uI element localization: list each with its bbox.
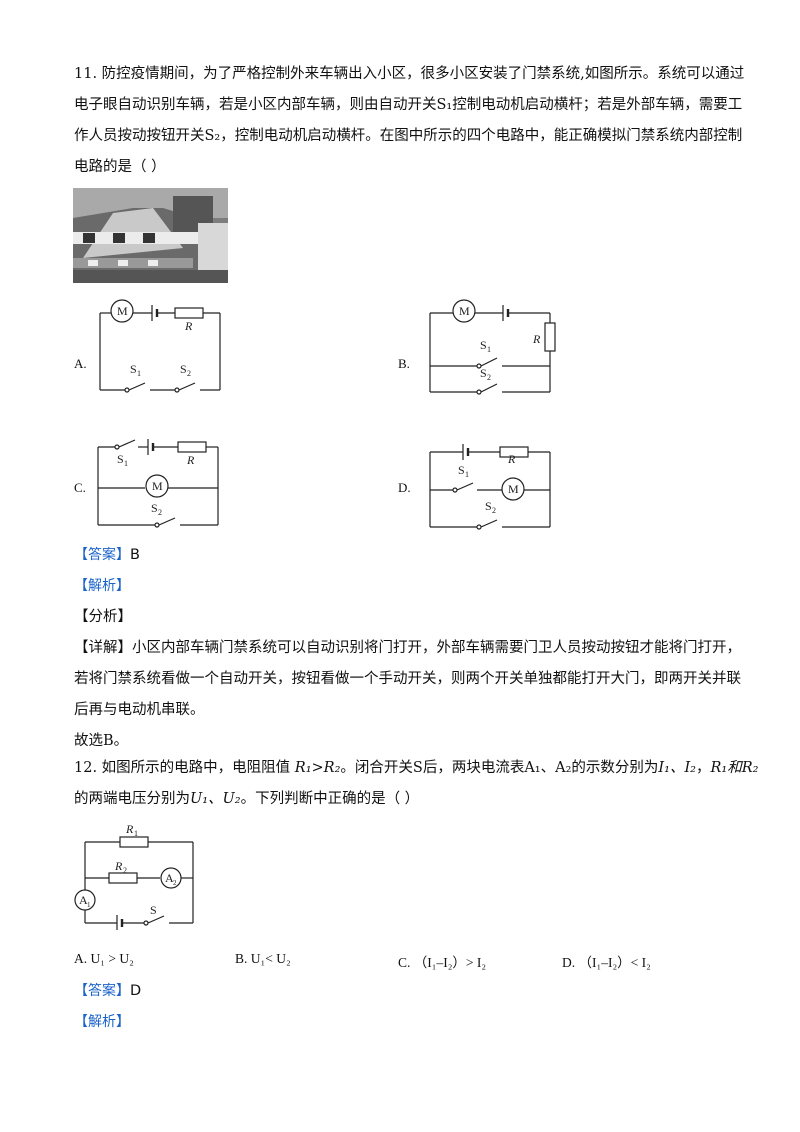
q11-line-3: 作人员按动按钮开关S₂，控制电动机启动横杆。在图中所示的四个电路中，能正确模拟门… [74,128,743,144]
svg-text:M: M [152,479,163,493]
svg-text:2: 2 [492,506,496,515]
svg-text:S: S [130,362,137,376]
motor-label: M [117,304,128,318]
q11-detail-1: 【详解】小区内部车辆门禁系统可以自动识别将门打开，外部车辆需要门卫人员按动按钮才… [74,640,741,656]
svg-text:2: 2 [187,369,191,378]
svg-text:1: 1 [134,829,138,838]
q11-detail-3: 后再与电动机串联。 [74,702,205,718]
q11-detail-2: 若将门禁系统看做一个自动开关，按钮看做一个手动开关，则两个开关单独都能打开大门，… [74,671,741,687]
svg-text:R: R [184,319,193,333]
svg-text:2: 2 [173,879,177,887]
circuit-b: M R S 1 S 2 [425,297,560,401]
q12-line-2: 的两端电压分别为U₁、U₂。下列判断中正确的是（ ） [74,791,420,807]
svg-text:S: S [480,338,487,352]
gate-barrier-photo [73,188,228,283]
svg-text:A: A [79,893,88,907]
svg-text:1: 1 [465,470,469,479]
svg-text:S: S [150,903,157,917]
option-c-label: C. [74,480,86,495]
svg-text:S: S [485,499,492,513]
svg-text:S: S [458,463,465,477]
svg-text:S: S [117,452,124,466]
svg-text:S: S [480,366,487,380]
svg-text:R: R [125,822,134,836]
q11-line-1: 11. 防控疫情期间，为了严格控制外来车辆出入小区，很多小区安装了门禁系统,如图… [74,66,745,82]
q11-fenxi-tag: 【分析】 [74,609,132,625]
q11-analysis-tag: 【解析】 [74,578,130,594]
option-a-label: A. [74,356,87,371]
svg-text:A: A [165,871,174,885]
circuit-a: M R S 1 S 2 [95,295,225,399]
q12-answer: D [130,983,142,999]
svg-text:1: 1 [124,459,128,468]
q12-analysis-tag: 【解析】 [74,1014,130,1030]
svg-text:R: R [114,859,123,873]
svg-text:M: M [508,482,519,496]
q12-choice-a: A. U₁ > U₂ [74,951,134,966]
q12-choice-c: C. （I₁–I₂）> I₂ [398,955,487,970]
svg-text:R: R [507,452,516,466]
q12-choice-d: D. （I₁–I₂）< I₂ [562,955,651,970]
svg-text:2: 2 [158,508,162,517]
q12-answer-row: 【答案】D [74,983,142,999]
svg-text:S: S [180,362,187,376]
svg-text:2: 2 [123,866,127,875]
q11-line-2: 电子眼自动识别车辆，若是小区内部车辆，则由自动开关S₁控制电动机启动横杆；若是外… [74,97,743,113]
svg-text:1: 1 [87,901,91,909]
svg-text:1: 1 [487,345,491,354]
q11-conclusion: 故选B。 [74,733,129,749]
svg-text:S: S [151,501,158,515]
q12-circuit: R 1 R 2 A 2 A 1 S [72,820,202,934]
answer-tag: 【答案】 [74,547,130,563]
svg-text:2: 2 [487,373,491,382]
circuit-c: S 1 R M S 2 [93,432,223,536]
svg-text:R: R [186,453,195,467]
q12-line-1: 12. 如图所示的电路中，电阻阻值 R₁>R₂。闭合开关S后，两块电流表A₁、A… [74,760,759,776]
q11-answer: B [130,547,140,563]
q11-line-4: 电路的是（ ） [74,159,166,175]
svg-text:M: M [459,304,470,318]
circuit-d: S 1 R M S 2 [425,434,555,538]
option-d-label: D. [398,480,411,495]
svg-text:1: 1 [137,369,141,378]
svg-text:R: R [532,332,541,346]
q11-answer-row: 【答案】B [74,545,140,565]
option-b-label: B. [398,356,410,371]
q12-choice-b: B. U₁< U₂ [235,951,291,966]
